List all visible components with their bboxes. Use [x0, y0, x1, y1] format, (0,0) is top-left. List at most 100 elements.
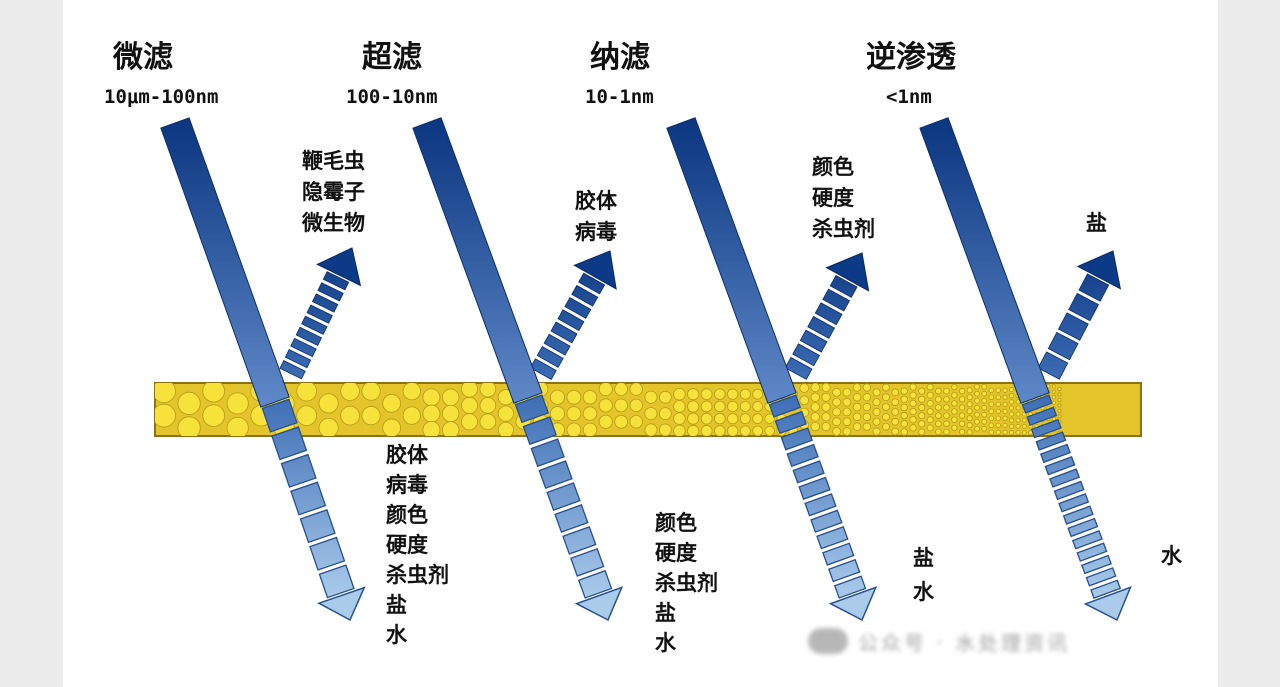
pore: [810, 412, 820, 422]
pore: [598, 414, 613, 429]
pore: [935, 420, 942, 428]
pore: [1009, 429, 1015, 436]
permeate-arrows: [261, 394, 1132, 622]
pore: [959, 396, 966, 403]
pore: [943, 412, 950, 419]
pore: [995, 394, 1001, 400]
pore: [988, 401, 995, 408]
pore: [959, 420, 966, 427]
pore: [918, 428, 926, 436]
pore: [1015, 417, 1021, 423]
pore: [202, 383, 225, 403]
pore: [687, 400, 700, 413]
pore: [1002, 387, 1008, 393]
pore: [658, 390, 672, 404]
pore: [872, 398, 881, 407]
pore: [226, 416, 249, 436]
pore: [918, 420, 926, 428]
pore: [959, 412, 966, 419]
pore: [900, 387, 908, 395]
pore: [918, 395, 926, 403]
pore: [422, 404, 441, 423]
passed-item: 硬度: [655, 541, 697, 565]
pore: [909, 391, 917, 399]
pore: [981, 418, 988, 425]
rejected-segment: [571, 284, 599, 307]
permeate-segment: [804, 493, 837, 517]
pore: [1057, 392, 1062, 397]
pore: [318, 393, 339, 414]
pore: [614, 383, 628, 396]
pore: [842, 388, 852, 397]
rejected-segment: [822, 288, 851, 312]
permeate-arrow-2: [514, 394, 624, 622]
permeate-segment: [774, 410, 808, 435]
passed-item: 盐: [655, 601, 676, 625]
passed-item: 颜色: [655, 511, 697, 535]
permeate-segment: [570, 547, 605, 577]
pore: [842, 397, 852, 407]
rejected-segment: [557, 309, 585, 332]
pore: [1015, 423, 1021, 429]
pore: [995, 401, 1001, 407]
pore: [900, 403, 908, 412]
pore: [1009, 417, 1015, 423]
rejected-list-ultrafiltration: 胶体 病毒: [575, 186, 617, 248]
passed-list-reverse-osmosis: 水: [1161, 541, 1182, 572]
pore: [752, 388, 763, 400]
pore: [155, 403, 176, 428]
pore: [943, 387, 950, 395]
column-range-nanofiltration: 10-1nm: [585, 86, 654, 108]
pore: [382, 418, 402, 436]
column-title-microfiltration: 微滤: [113, 40, 173, 75]
pore: [974, 397, 980, 404]
rejected-segment: [322, 271, 350, 291]
rejected-item: 颜色: [812, 155, 854, 179]
pore: [900, 395, 908, 404]
column-title-nanofiltration: 纳滤: [590, 40, 650, 75]
pore: [497, 405, 514, 422]
column-range-ultrafiltration: 100-10nm: [346, 86, 438, 108]
pore: [995, 387, 1001, 393]
pore: [799, 395, 810, 406]
pore: [882, 403, 890, 411]
pore: [918, 403, 926, 411]
rejected-segment: [814, 302, 843, 326]
pore: [598, 383, 613, 397]
incoming-arrows: [160, 117, 1050, 408]
pore: [810, 402, 820, 412]
permeate-segment: [827, 558, 861, 583]
pore: [1015, 411, 1021, 417]
passed-item: 盐: [386, 593, 407, 617]
pore: [658, 407, 672, 420]
rejected-segment: [295, 326, 323, 347]
column-title-ultrafiltration: 超滤: [362, 40, 422, 75]
passed-item: 病毒: [386, 473, 428, 497]
pore: [900, 428, 908, 436]
pore: [177, 416, 201, 436]
incoming-arrow-1: [160, 117, 290, 408]
pore: [926, 408, 934, 415]
rejected-arrowhead: [316, 247, 362, 287]
pore: [926, 399, 934, 407]
rejected-segment: [578, 272, 606, 295]
pore: [935, 412, 942, 419]
pore: [862, 422, 872, 431]
pore: [862, 383, 872, 392]
rejected-item: 杀虫剂: [812, 217, 875, 241]
pore: [1002, 429, 1008, 435]
pore: [842, 427, 852, 436]
rejected-arrowhead: [1076, 250, 1122, 290]
pore: [821, 383, 831, 393]
pore: [1051, 400, 1057, 405]
pore: [966, 401, 973, 408]
pore: [872, 388, 881, 397]
pore: [479, 383, 497, 398]
permeate-segment: [786, 443, 819, 468]
watermark: 公众号 · 水处理资讯: [808, 623, 1188, 659]
pore: [1051, 389, 1057, 394]
passed-item: 杀虫剂: [386, 563, 449, 587]
pore: [981, 397, 988, 404]
rejected-segment: [284, 348, 312, 369]
